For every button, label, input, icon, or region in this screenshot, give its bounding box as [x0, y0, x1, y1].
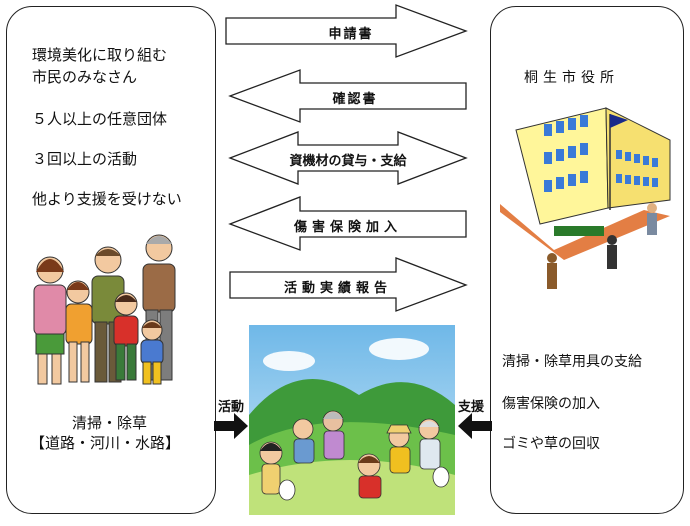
support-side-arrow [458, 413, 492, 439]
activity-label: 活動 [218, 400, 245, 415]
support-label: 支援 [458, 400, 485, 415]
family-illustration [33, 234, 176, 385]
application-arrow [225, 4, 468, 58]
equipment-label: 資機材の貸与・支給 [289, 154, 407, 169]
activity-location-label: 【道路・河川・水路】 [30, 434, 181, 452]
equipment-double-arrow [228, 131, 468, 185]
support-item-insurance: 傷害保険の加入 [502, 396, 600, 412]
requirement-line-2: 市民のみなさん [32, 68, 138, 86]
confirmation-arrow [228, 69, 467, 123]
application-label: 申請書 [328, 27, 374, 42]
insurance-arrow [228, 196, 467, 251]
cleanup-scene-illustration [249, 325, 455, 515]
requirement-activity-count: ３回以上の活動 [32, 150, 138, 168]
city-hall-building-illustration [500, 107, 671, 289]
insurance-label: 傷害保険加入 [293, 220, 402, 235]
city-hall-panel [490, 6, 684, 514]
requirement-group-size: ５人以上の任意団体 [32, 110, 168, 128]
support-item-collection: ゴミや草の回収 [502, 436, 600, 452]
support-item-supplies: 清掃・除草用具の支給 [502, 354, 642, 370]
activity-type-label: 清掃・除草 [72, 414, 148, 432]
activity-side-arrow [214, 413, 248, 439]
city-hall-title: 桐生市役所 [524, 70, 619, 86]
report-label: 活動実績報告 [283, 281, 392, 296]
report-arrow [229, 257, 468, 312]
confirmation-label: 確認書 [332, 92, 378, 107]
requirement-no-other-support: 他より支援を受けない [32, 190, 182, 208]
requirement-line-1: 環境美化に取り組む [32, 46, 168, 64]
